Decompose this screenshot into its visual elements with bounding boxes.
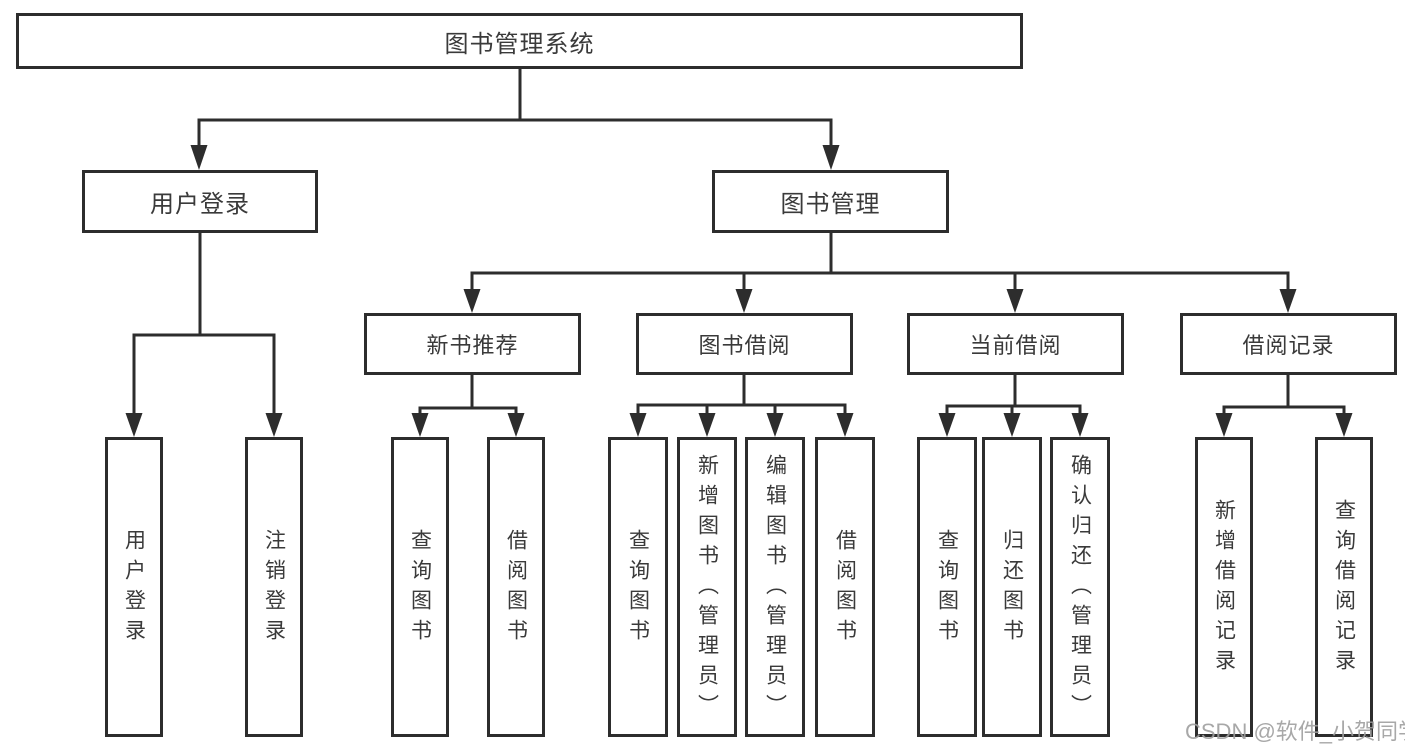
node-user-login: 用户登录 <box>82 170 318 233</box>
leaf-query-books-borrow: 查询图书 <box>608 437 668 737</box>
node-new-book-recommend: 新书推荐 <box>364 313 581 375</box>
node-book-management: 图书管理 <box>712 170 949 233</box>
leaf-borrow-books: 借阅图书 <box>815 437 875 737</box>
leaf-query-books-current: 查询图书 <box>917 437 977 737</box>
leaf-borrow-books-recommend: 借阅图书 <box>487 437 545 737</box>
leaf-query-borrow-record: 查询借阅记录 <box>1315 437 1373 737</box>
leaf-user-login: 用户登录 <box>105 437 163 737</box>
node-book-borrow: 图书借阅 <box>636 313 853 375</box>
node-borrow-records: 借阅记录 <box>1180 313 1397 375</box>
connector-userlogin-to-leaves <box>132 233 276 418</box>
arrowheads <box>125 145 1353 437</box>
leaf-query-books-recommend: 查询图书 <box>391 437 449 737</box>
node-current-borrow: 当前借阅 <box>907 313 1124 375</box>
leaf-return-books: 归还图书 <box>982 437 1042 737</box>
leaf-logout-login: 注销登录 <box>245 437 303 737</box>
leaf-add-books-admin: 新增图书（管理员） <box>677 437 737 737</box>
connector-bookmgmt-to-level3 <box>470 233 1290 293</box>
leaf-confirm-return-admin: 确认归还（管理员） <box>1050 437 1110 737</box>
connector-bookborrow-to-leaves <box>636 375 847 418</box>
connector-newbook-to-leaves <box>418 375 518 418</box>
leaf-add-borrow-record: 新增借阅记录 <box>1195 437 1253 737</box>
connector-root-to-level2 <box>197 69 833 150</box>
leaf-edit-books-admin: 编辑图书（管理员） <box>745 437 805 737</box>
connector-records-to-leaves <box>1222 375 1346 418</box>
csdn-watermark: CSDN @软件_小贺同学 <box>1185 719 1405 744</box>
connector-currentborrow-to-leaves <box>945 375 1082 418</box>
node-library-management-system: 图书管理系统 <box>16 13 1023 69</box>
